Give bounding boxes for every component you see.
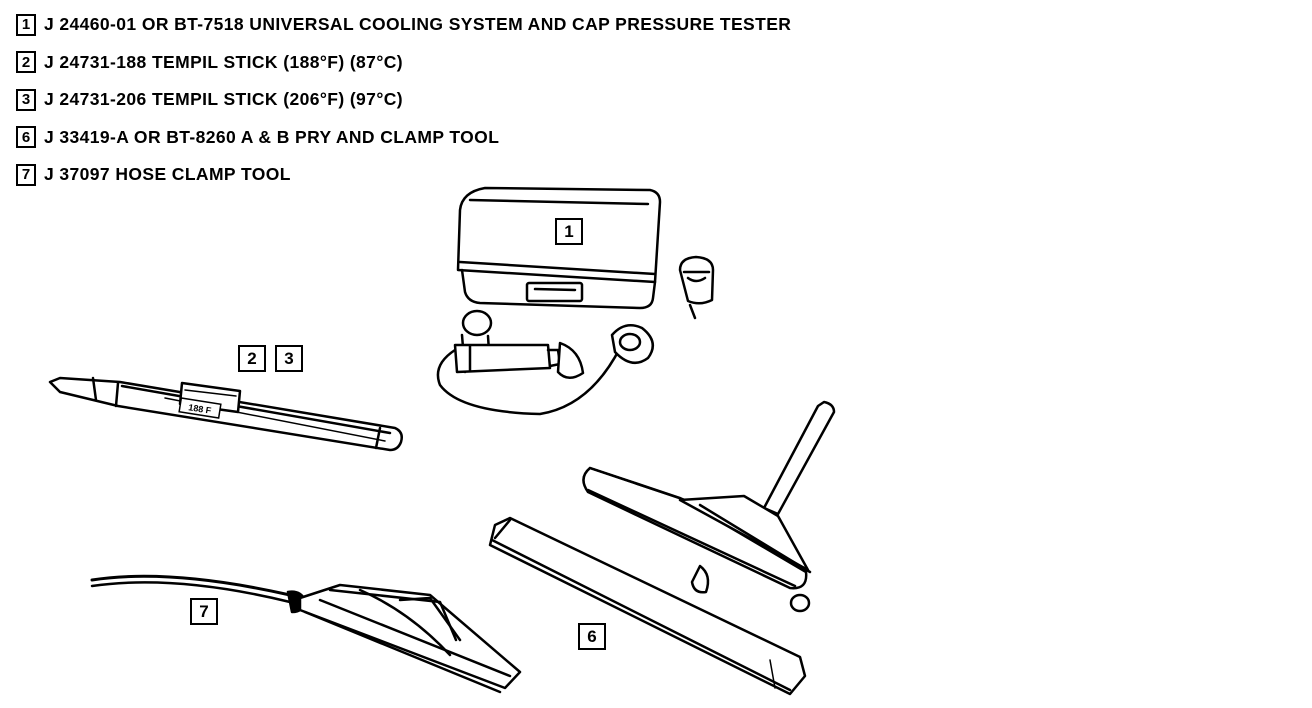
callout-stick-206: 3 (275, 345, 303, 372)
stick-label-text: 188 F (188, 402, 213, 416)
legend-text: J 24731-206 TEMPIL STICK (206°F) (97°C) (44, 89, 403, 110)
cap-adapter-illustration (678, 255, 715, 320)
legend-text: J 33419-A OR BT-8260 A & B PRY AND CLAMP… (44, 126, 500, 147)
tempil-stick-illustration (48, 376, 403, 452)
legend-number-box: 2 (16, 51, 36, 74)
legend-number-box: 7 (16, 163, 36, 186)
stick-label-tag (178, 397, 222, 419)
legend-text: J 24731-188 TEMPIL STICK (188°F) (87°C) (44, 51, 403, 72)
legend-item-7: 7 J 37097 HOSE CLAMP TOOL (16, 156, 791, 194)
callout-tester: 1 (555, 218, 583, 245)
legend-number-box: 3 (16, 88, 36, 111)
legend-number-box: 6 (16, 126, 36, 149)
tool-legend: 1 J 24460-01 OR BT-7518 UNIVERSAL COOLIN… (16, 6, 791, 194)
callout-stick-188: 2 (238, 345, 266, 372)
callout-hose-clamp-tool: 7 (190, 598, 218, 625)
legend-text: J 37097 HOSE CLAMP TOOL (44, 164, 291, 185)
hose-clamp-tool-illustration (90, 574, 522, 694)
legend-item-2: 2 J 24731-188 TEMPIL STICK (188°F) (87°C… (16, 44, 791, 82)
legend-item-3: 3 J 24731-206 TEMPIL STICK (206°F) (97°C… (16, 81, 791, 119)
legend-item-6: 6 J 33419-A OR BT-8260 A & B PRY AND CLA… (16, 119, 791, 157)
legend-item-1: 1 J 24460-01 OR BT-7518 UNIVERSAL COOLIN… (16, 6, 791, 44)
legend-number-box: 1 (16, 13, 36, 36)
pressure-tester-case-illustration (456, 186, 662, 310)
callout-pry-clamp-tool: 6 (578, 623, 606, 650)
pry-clamp-tool-illustration (488, 400, 836, 696)
legend-text: J 24460-01 OR BT-7518 UNIVERSAL COOLING … (44, 14, 792, 35)
hand-pump-illustration (436, 309, 655, 416)
